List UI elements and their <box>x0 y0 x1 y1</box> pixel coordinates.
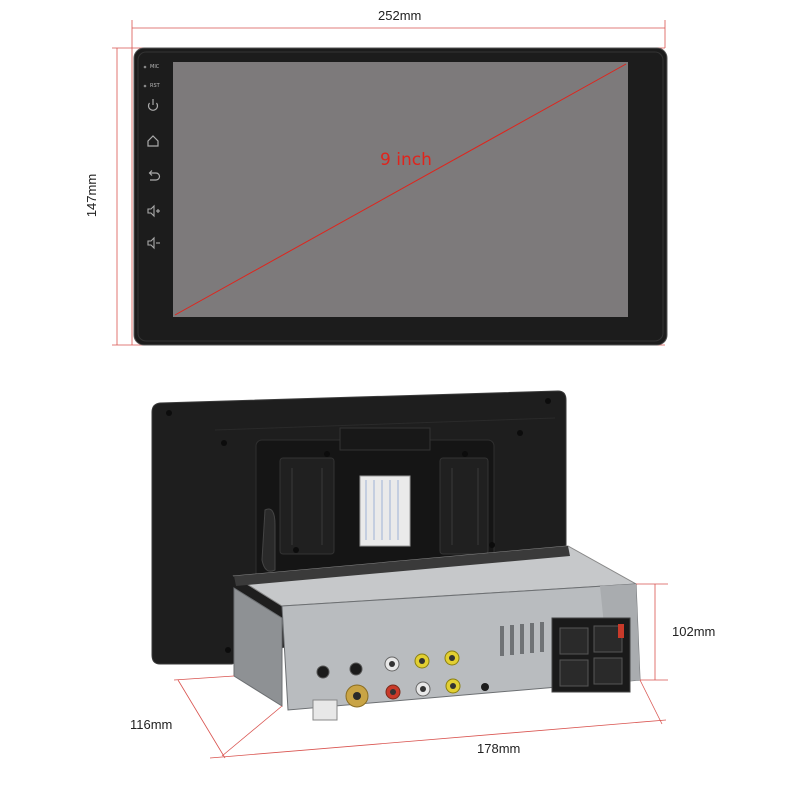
power-icon <box>147 99 159 111</box>
ribbon-cable <box>359 475 411 547</box>
vents <box>500 622 544 656</box>
diagonal-label: 9 inch <box>380 150 432 170</box>
antenna-socket <box>312 662 369 721</box>
rear-height-label: 102mm <box>672 624 716 639</box>
rear-depth-label: 116mm <box>130 717 173 732</box>
rear-dimension-lines <box>173 583 668 759</box>
iso-connector <box>551 617 631 693</box>
front-width-label: 252mm <box>378 8 422 23</box>
volume-up-icon <box>147 204 160 218</box>
rear-width-label: 178mm <box>477 741 521 756</box>
back-icon <box>148 170 161 181</box>
rear-view <box>151 390 641 721</box>
front-view <box>112 20 668 346</box>
home-icon <box>147 135 159 147</box>
volume-down-icon <box>147 236 160 250</box>
diagonal-line <box>174 63 627 316</box>
rca-jacks <box>384 650 489 700</box>
rst-label: RST <box>150 83 160 89</box>
mic-label: MIC <box>150 64 160 70</box>
front-height-label: 147mm <box>84 173 100 218</box>
